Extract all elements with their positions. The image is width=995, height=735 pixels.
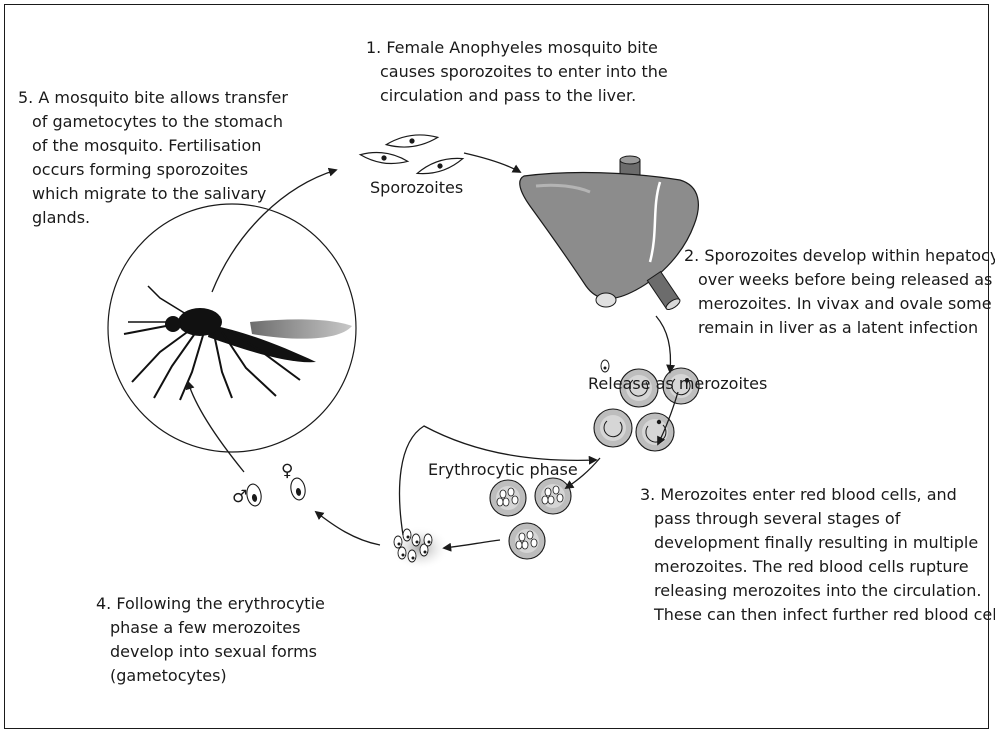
sporozoites-label: Sporozoites <box>370 176 463 200</box>
step5-text: 5. A mosquito bite allows transfer of ga… <box>18 86 288 230</box>
arrow-release-to-gametocytes <box>316 512 380 545</box>
female-symbol: ♀ <box>281 461 293 481</box>
step4-text: 4. Following the erythrocytie phase a fe… <box>96 592 325 688</box>
step2-text: 2. Sporozoites develop within hepatocyte… <box>684 244 995 340</box>
schizont-cells <box>490 478 571 559</box>
erythrocytic-phase-label: Erythrocytic phase <box>428 458 578 482</box>
male-symbol: ♂ <box>232 487 247 507</box>
sporozoites-cluster <box>360 132 465 178</box>
released-merozoites <box>390 526 450 570</box>
arrow-schizonts-to-release <box>444 540 500 548</box>
arrow-sporozoites-to-liver <box>464 153 520 172</box>
gametocytes: ♂ ♀ <box>232 461 307 507</box>
step3-text: 3. Merozoites enter red blood cells, and… <box>640 483 995 627</box>
arrow-liver-to-release <box>656 316 670 372</box>
liver-illustration <box>520 156 699 312</box>
release-merozoites-label: Release as merozoites <box>588 372 767 396</box>
step1-text: 1. Female Anophyeles mosquito bite cause… <box>366 36 668 108</box>
mosquito-illustration <box>108 204 356 452</box>
